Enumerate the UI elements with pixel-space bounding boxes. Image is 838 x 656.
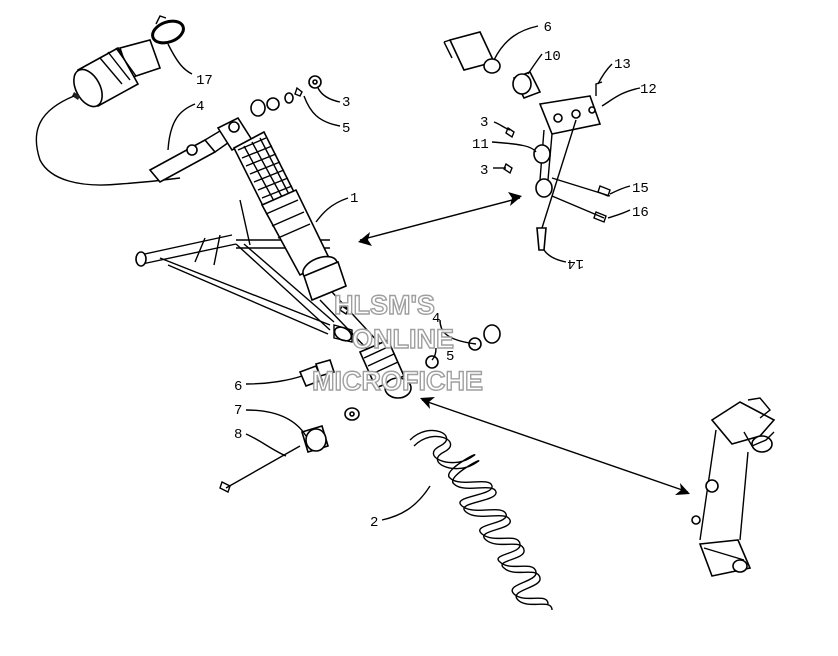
- reservoir-hose: [35, 95, 181, 186]
- callout-8: 8: [234, 427, 242, 443]
- callout-5-lower: 5: [446, 349, 454, 365]
- callout-9: 9: [544, 17, 552, 33]
- coil-spring: [409, 429, 553, 611]
- hose-fitting: [148, 127, 233, 184]
- watermark-line-1: HLSM'S: [334, 290, 435, 320]
- hose-clamp: [151, 15, 185, 45]
- spindle: [691, 397, 776, 577]
- callout-3-bracket-mid: 3: [480, 163, 488, 179]
- callout-1: 1: [350, 191, 358, 207]
- callout-7: 7: [234, 403, 242, 419]
- callout-5-upper: 5: [342, 121, 350, 137]
- callout-14: 14: [567, 255, 584, 271]
- watermark-line-2: ONLINE: [352, 324, 454, 354]
- callout-2: 2: [370, 515, 378, 531]
- callout-13: 13: [614, 57, 631, 73]
- callout-4-upper: 4: [196, 99, 204, 115]
- callout-4-lower: 4: [432, 311, 440, 327]
- a-arm: [135, 199, 353, 343]
- callout-3-upper: 3: [342, 95, 350, 111]
- callout-3-bracket-top: 3: [480, 115, 488, 131]
- shock-absorber: [216, 116, 412, 399]
- leader-lines: [167, 25, 641, 521]
- callouts: 9 10 13 12 17 4 3 5 3 11 3 15 16 1 14 4 …: [196, 17, 657, 531]
- upper-bushing-stack: [250, 75, 322, 117]
- callout-17: 17: [196, 73, 213, 89]
- shock-reservoir: [72, 39, 162, 108]
- watermark: HLSM'S ONLINE MICROFICHE: [311, 289, 483, 396]
- callout-11: 11: [472, 137, 489, 153]
- bracket-assembly: [443, 31, 611, 251]
- reference-arrows: [358, 192, 690, 495]
- callout-12: 12: [640, 82, 657, 98]
- callout-6: 6: [234, 379, 242, 395]
- watermark-line-3: MICROFICHE: [312, 366, 483, 396]
- callout-16: 16: [632, 205, 649, 221]
- callout-15: 15: [632, 181, 649, 197]
- callout-10: 10: [544, 49, 561, 65]
